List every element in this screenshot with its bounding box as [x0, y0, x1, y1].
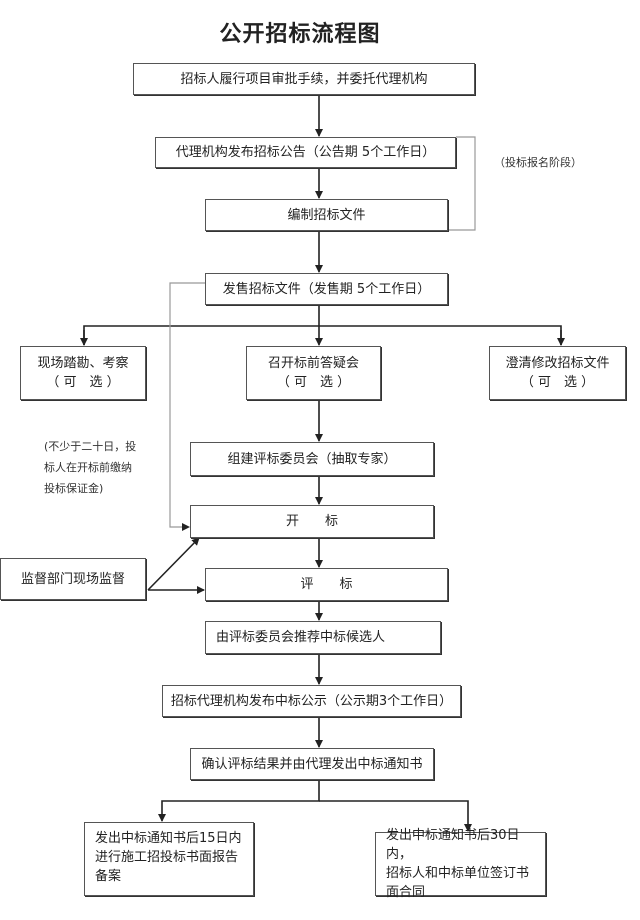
branch-line [83, 325, 562, 345]
deposit-line [169, 282, 205, 528]
page-title: 公开招标流程图 [219, 22, 381, 47]
note-registration: （投标报名阶段） [494, 156, 582, 169]
step-prepare: 编制招标文件 [205, 199, 448, 231]
supervision-arrow [147, 537, 200, 591]
supervision-box: 监督部门现场监督 [0, 558, 146, 600]
step-report: 发出中标通知书后15日内 进行施工招投标书面报告 备案 [84, 822, 254, 896]
step-line: 招标人和中标单位签订书 [386, 866, 530, 881]
step-announce: 代理机构发布招标公告（公告期 5个工作日） [155, 137, 456, 168]
step-qa-meeting: 召开标前答疑会 （ 可 选 ） [246, 346, 381, 400]
step-label: 澄清修改招标文件 [505, 356, 610, 371]
step-evaluate: 评 标 [205, 568, 448, 601]
branch-line [158, 780, 320, 822]
step-line: 面合同 [386, 885, 426, 900]
step-sell: 发售招标文件（发售期 5个工作日） [205, 273, 448, 305]
step-approval: 招标人履行项目审批手续，并委托代理机构 [133, 63, 475, 95]
note-deposit: (不少于二十日，投 标人在开标前缴纳 投标保证金) [44, 436, 136, 499]
note-line: (不少于二十日，投 [44, 440, 137, 453]
step-committee: 组建评标委员会（抽取专家） [190, 442, 434, 476]
optional-label: （ 可 选 ） [276, 375, 351, 390]
optional-label: （ 可 选 ） [46, 375, 120, 390]
step-publicize: 招标代理机构发布中标公示（公示期3个工作日） [162, 685, 461, 717]
step-label: 召开标前答疑会 [267, 356, 359, 371]
step-line: 发出中标通知书后30日内， [386, 828, 520, 862]
step-clarify: 澄清修改招标文件 （ 可 选 ） [489, 346, 626, 400]
step-open: 开 标 [190, 505, 434, 538]
optional-label: （ 可 选 ） [520, 375, 595, 390]
step-line: 进行施工招投标书面报告 [95, 850, 239, 865]
step-line: 备案 [95, 869, 122, 884]
registration-bracket [448, 136, 476, 231]
step-label: 现场踏勘、考察 [37, 356, 129, 371]
step-contract: 发出中标通知书后30日内， 招标人和中标单位签订书 面合同 [375, 828, 546, 900]
branch-line [319, 800, 472, 832]
note-line: 投标保证金) [44, 482, 104, 495]
step-confirm: 确认评标结果并由代理发出中标通知书 [190, 748, 434, 780]
step-line: 发出中标通知书后15日内 [95, 831, 242, 846]
step-site-visit: 现场踏勘、考察 （ 可 选 ） [20, 346, 146, 400]
step-recommend: 由评标委员会推荐中标候选人 [205, 621, 441, 654]
note-line: 标人在开标前缴纳 [44, 461, 132, 474]
